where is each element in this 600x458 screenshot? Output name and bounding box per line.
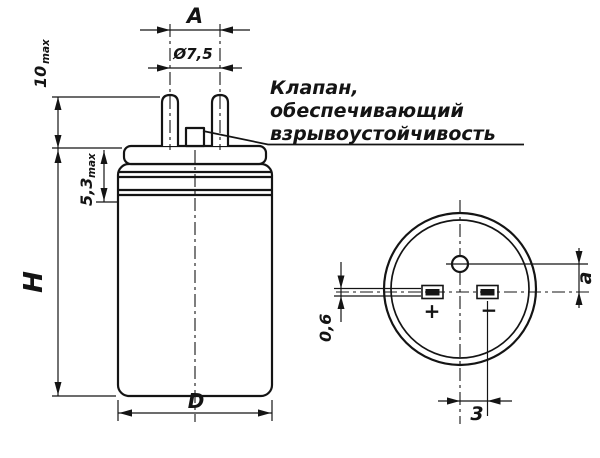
dim-pin-height-label: 10 [31,66,50,88]
side-view-dimensions: A Ø7,5 10 max H 5,3 max D [19,4,273,421]
terminal-minus-outline [476,284,499,300]
dim-pin-height-suffix: max [40,38,52,64]
dim-terminal-thickness-label: 0,6 [316,314,335,342]
arrowhead [157,26,170,34]
arrowhead [54,150,62,163]
dim-D-label: D [188,389,205,413]
terminal-minus-pad [480,289,495,296]
arrowhead [575,251,583,264]
arrowhead [487,397,501,405]
dim-a-label: a [574,272,596,285]
arrowhead [447,397,460,405]
side-view [116,24,274,422]
dim-A-label: A [185,4,203,28]
callout-line2: обеспечивающий [270,100,464,122]
dim-H-label: H [19,271,49,293]
safety-valve [184,126,206,148]
arrowhead [100,188,108,201]
leader-line [202,130,524,146]
dim-pin-diameter-label: Ø7,5 [172,45,212,63]
arrowhead [119,409,132,417]
arrowhead [220,64,233,72]
arrowhead [157,64,170,72]
arrowhead [54,135,62,148]
callout-line3: взрывоустойчивость [270,123,496,145]
dim-offset-label: 3 [470,403,483,425]
dim-crimp-suffix: max [86,152,98,178]
minus-sign: − [481,298,498,322]
valve-callout: Клапан, обеспечивающий взрывоустойчивост… [202,77,524,146]
arrowhead [100,151,108,164]
bottom-view: + − [336,200,590,424]
terminal-plus-pad [425,289,440,296]
arrowhead [258,409,271,417]
bottom-view-dimensions: a 0,6 3 [316,248,596,425]
plus-sign: + [424,299,441,323]
arrowhead [337,275,345,289]
dim-crimp-label: 5,3 [77,178,96,206]
arrowhead [54,97,62,110]
arrowhead [220,26,233,34]
callout-line1: Клапан, [270,77,359,99]
terminal-plus-outline [421,284,444,300]
arrowhead [54,382,62,395]
arrowhead [575,292,583,305]
arrowhead [337,296,345,309]
